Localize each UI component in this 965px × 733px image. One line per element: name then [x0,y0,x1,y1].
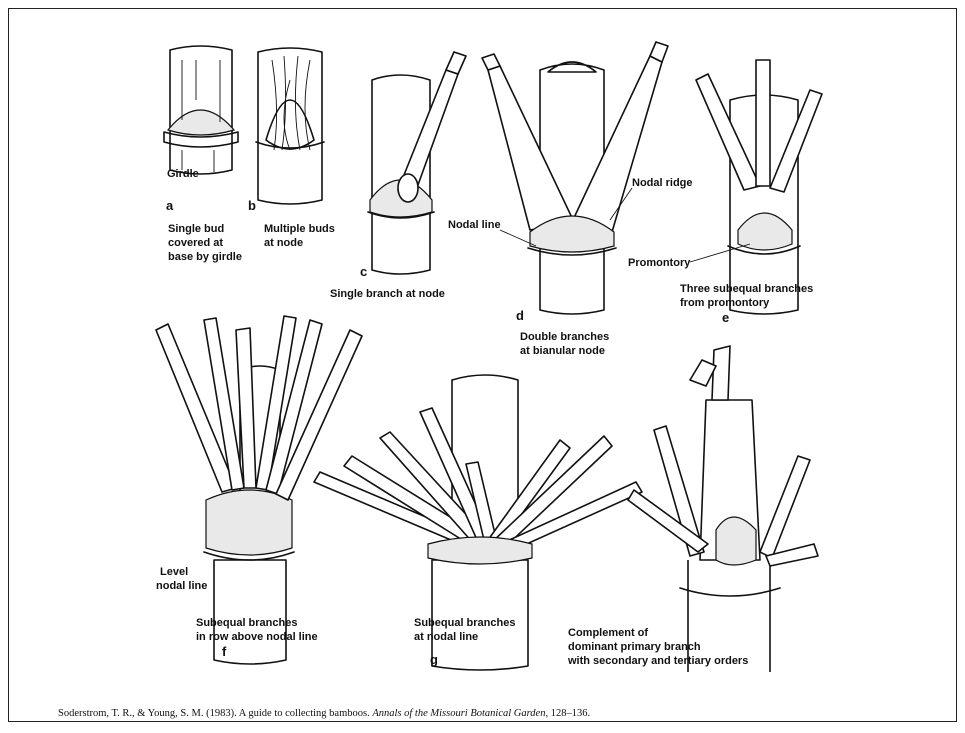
panel-b-letter: b [248,198,256,213]
panel-a-caption-2: covered at [168,237,223,249]
citation: Soderstrom, T. R., & Young, S. M. (1983)… [58,708,590,719]
panel-b-drawing [256,48,324,204]
panel-h-caption-2: dominant primary branch [568,641,701,653]
label-nodal-ridge: Nodal ridge [632,177,693,189]
panel-a-drawing [164,46,238,174]
panel-a-caption-1: Single bud [168,223,224,235]
panel-h-caption-3: with secondary and tertiary orders [567,655,748,667]
panel-c-drawing [368,52,466,274]
panel-a-caption-3: base by girdle [168,251,242,263]
panel-d-caption-1: Double branches [520,331,609,343]
label-nodal-line: Nodal line [448,219,501,231]
panel-e-caption-2: from promontory [680,297,770,309]
panel-a-letter: a [166,198,174,213]
label-level-1: Level [160,566,188,578]
label-girdle: Girdle [167,168,199,180]
citation-authors: Soderstrom, T. R., & Young, S. M. (1983)… [58,708,370,719]
panel-f-caption-2: in row above nodal line [196,631,318,643]
panel-c-caption-1: Single branch at node [330,288,445,300]
panel-h-caption-1: Complement of [568,627,648,639]
panel-e-drawing [696,60,822,314]
panel-b-caption-2: at node [264,237,303,249]
label-level-2: nodal line [156,580,207,592]
panel-d-caption-2: at bianular node [520,345,605,357]
panel-g-caption-1: Subequal branches [414,617,515,629]
label-promontory: Promontory [628,257,691,269]
panel-h-drawing [628,346,818,672]
panel-e-caption-1: Three subequal branches [680,283,813,295]
panel-e-letter: e [722,310,729,325]
panel-b-caption-1: Multiple buds [264,223,335,235]
panel-d-letter: d [516,308,524,323]
panel-f-caption-1: Subequal branches [196,617,297,629]
citation-journal: Annals of the Missouri Botanical Garden [372,708,545,719]
panel-f-letter: f [222,644,227,659]
panel-c-letter: c [360,264,367,279]
panel-g-letter: g [430,652,438,667]
citation-pages: , 128–136. [545,708,590,719]
panel-g-caption-2: at nodal line [414,631,478,643]
